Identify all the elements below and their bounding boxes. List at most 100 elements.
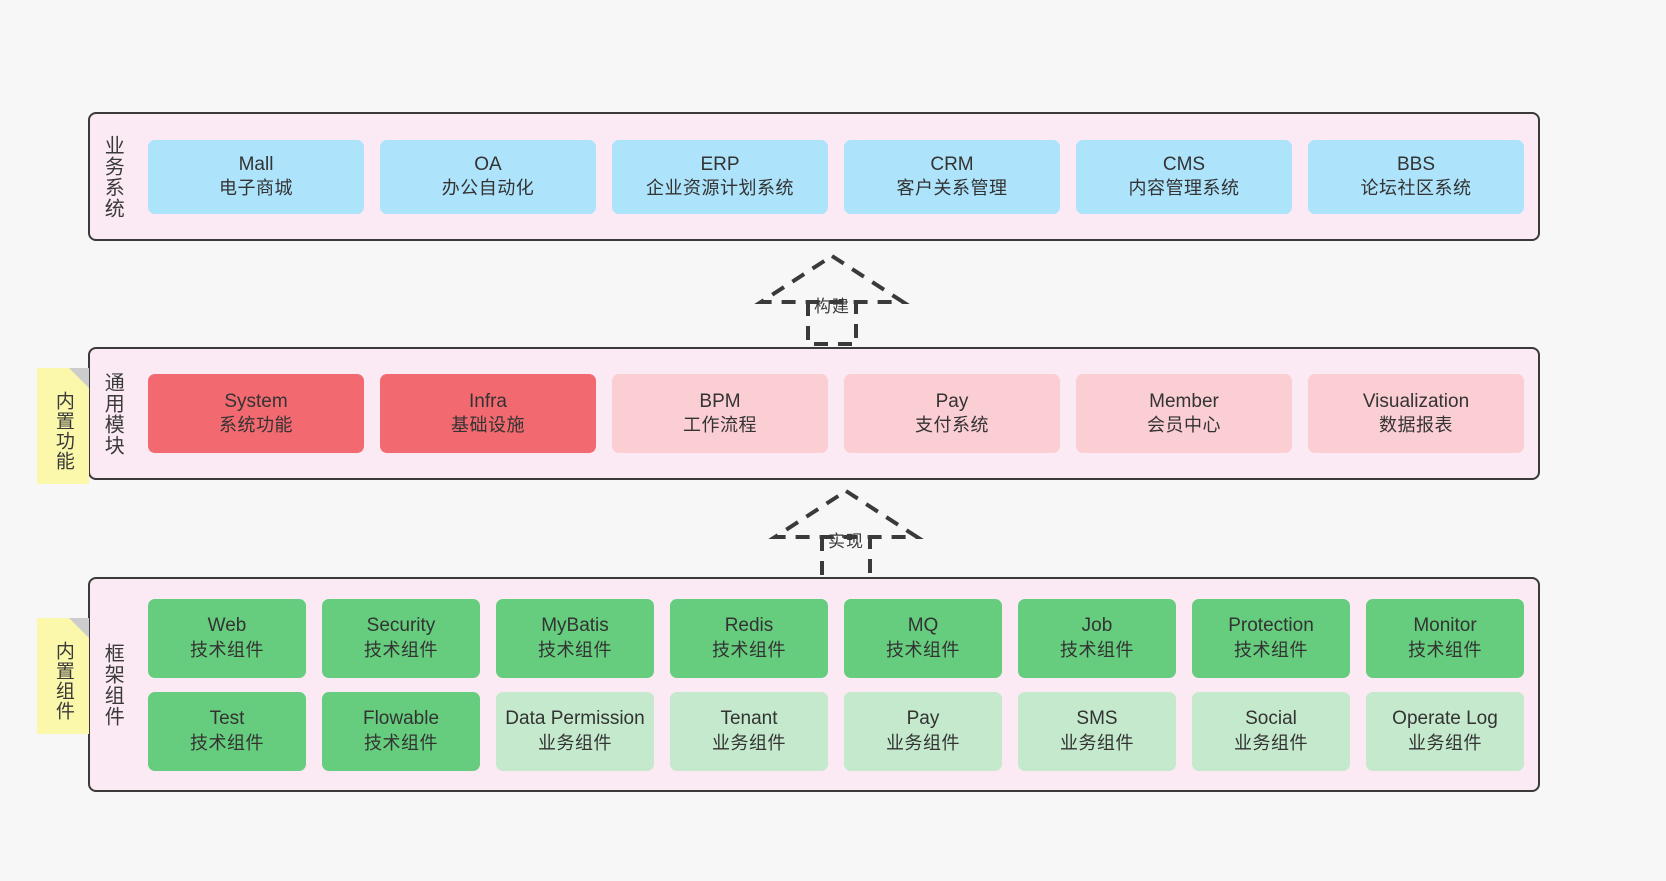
framework-item-protection-desc: 技术组件 xyxy=(1234,639,1308,660)
framework-item-pay-desc: 业务组件 xyxy=(886,732,960,753)
framework-item-mybatis-desc: 技术组件 xyxy=(538,639,612,660)
framework-row-business: Test 技术组件 Flowable 技术组件 Data Permission … xyxy=(148,691,1524,771)
common-item-pay-name: Pay xyxy=(935,390,969,412)
framework-item-test[interactable]: Test 技术组件 xyxy=(148,691,306,771)
business-item-crm[interactable]: CRM 客户关系管理 xyxy=(844,139,1060,214)
common-item-pay-desc: 支付系统 xyxy=(915,415,989,436)
business-system-layer-body: Mall 电子商城 OA 办公自动化 ERP 企业资源计划系统 CRM 客户关系… xyxy=(134,114,1538,239)
framework-item-sms-desc: 业务组件 xyxy=(1060,732,1134,753)
framework-item-operate-log[interactable]: Operate Log 业务组件 xyxy=(1366,691,1524,771)
business-item-bbs-name: BBS xyxy=(1396,153,1436,175)
framework-item-monitor-name: Monitor xyxy=(1413,615,1477,637)
business-item-crm-desc: 客户关系管理 xyxy=(896,178,1008,199)
framework-item-operate-log-desc: 业务组件 xyxy=(1408,732,1482,753)
framework-item-data-permission-name: Data Permission xyxy=(505,708,645,730)
note-builtin-components-text: 内置组件 xyxy=(52,641,74,721)
framework-item-test-name: Test xyxy=(209,708,245,730)
framework-component-layer-body: Web 技术组件 Security 技术组件 MyBatis 技术组件 Redi… xyxy=(134,579,1538,790)
common-item-bpm-name: BPM xyxy=(699,390,741,412)
framework-item-pay-name: Pay xyxy=(906,708,940,730)
connector-build-arrow-icon xyxy=(754,253,910,346)
business-item-oa[interactable]: OA 办公自动化 xyxy=(380,139,596,214)
framework-item-security[interactable]: Security 技术组件 xyxy=(322,598,480,678)
business-item-mall[interactable]: Mall 电子商城 xyxy=(148,139,364,214)
framework-component-layer-label: 框架组件 xyxy=(101,642,124,727)
business-item-bbs-desc: 论坛社区系统 xyxy=(1360,178,1472,199)
connector-implement-label: 实现 xyxy=(828,532,864,551)
framework-item-monitor[interactable]: Monitor 技术组件 xyxy=(1366,598,1524,678)
framework-item-web-desc: 技术组件 xyxy=(190,639,264,660)
business-system-layer: 业务系统 Mall 电子商城 OA 办公自动化 ERP 企业资源计划系统 CRM… xyxy=(88,112,1540,241)
framework-item-monitor-desc: 技术组件 xyxy=(1408,639,1482,660)
framework-item-sms[interactable]: SMS 业务组件 xyxy=(1018,691,1176,771)
common-item-member-desc: 会员中心 xyxy=(1147,415,1221,436)
framework-item-mybatis[interactable]: MyBatis 技术组件 xyxy=(496,598,654,678)
common-item-bpm[interactable]: BPM 工作流程 xyxy=(612,374,828,453)
business-item-mall-name: Mall xyxy=(238,153,274,175)
business-item-erp[interactable]: ERP 企业资源计划系统 xyxy=(612,139,828,214)
framework-item-flowable[interactable]: Flowable 技术组件 xyxy=(322,691,480,771)
framework-item-mybatis-name: MyBatis xyxy=(541,615,609,637)
framework-item-job-desc: 技术组件 xyxy=(1060,639,1134,660)
framework-item-data-permission[interactable]: Data Permission 业务组件 xyxy=(496,691,654,771)
common-item-system-desc: 系统功能 xyxy=(219,415,293,436)
common-item-bpm-desc: 工作流程 xyxy=(683,415,757,436)
common-module-layer-body: System 系统功能 Infra 基础设施 BPM 工作流程 Pay 支付系统… xyxy=(134,349,1538,478)
framework-item-job[interactable]: Job 技术组件 xyxy=(1018,598,1176,678)
common-item-infra[interactable]: Infra 基础设施 xyxy=(380,374,596,453)
framework-item-data-permission-desc: 业务组件 xyxy=(538,732,612,753)
framework-item-redis[interactable]: Redis 技术组件 xyxy=(670,598,828,678)
common-module-layer-label: 通用模块 xyxy=(101,371,124,456)
framework-item-tenant[interactable]: Tenant 业务组件 xyxy=(670,691,828,771)
framework-item-sms-name: SMS xyxy=(1076,708,1118,730)
note-builtin-functions-text: 内置功能 xyxy=(52,391,74,471)
connector-build: 构建 xyxy=(754,253,910,346)
common-item-infra-name: Infra xyxy=(468,390,508,412)
common-item-visualization[interactable]: Visualization 数据报表 xyxy=(1308,374,1524,453)
framework-item-security-name: Security xyxy=(366,615,436,637)
business-item-cms-name: CMS xyxy=(1162,153,1206,175)
common-item-system[interactable]: System 系统功能 xyxy=(148,374,364,453)
framework-item-protection[interactable]: Protection 技术组件 xyxy=(1192,598,1350,678)
business-item-crm-name: CRM xyxy=(930,153,974,175)
framework-item-pay[interactable]: Pay 业务组件 xyxy=(844,691,1002,771)
framework-item-web[interactable]: Web 技术组件 xyxy=(148,598,306,678)
framework-item-tenant-desc: 业务组件 xyxy=(712,732,786,753)
framework-item-social-desc: 业务组件 xyxy=(1234,732,1308,753)
business-item-erp-desc: 企业资源计划系统 xyxy=(646,178,794,199)
framework-item-redis-name: Redis xyxy=(724,615,774,637)
common-item-infra-desc: 基础设施 xyxy=(451,415,525,436)
framework-component-layer: 框架组件 Web 技术组件 Security 技术组件 MyBatis 技术组件… xyxy=(88,577,1540,792)
common-item-system-name: System xyxy=(224,390,288,412)
business-item-erp-name: ERP xyxy=(700,153,740,175)
note-builtin-components: 内置组件 xyxy=(37,618,89,734)
framework-item-operate-log-name: Operate Log xyxy=(1392,708,1498,730)
framework-item-social-name: Social xyxy=(1245,708,1297,730)
common-item-visualization-desc: 数据报表 xyxy=(1379,415,1453,436)
framework-item-tenant-name: Tenant xyxy=(720,708,778,730)
business-item-oa-name: OA xyxy=(474,153,502,175)
common-item-member[interactable]: Member 会员中心 xyxy=(1076,374,1292,453)
connector-build-label: 构建 xyxy=(814,297,850,316)
common-module-layer: 通用模块 System 系统功能 Infra 基础设施 BPM 工作流程 Pay… xyxy=(88,347,1540,480)
connector-implement-arrow-icon xyxy=(768,488,924,581)
framework-item-security-desc: 技术组件 xyxy=(364,639,438,660)
framework-row-technical: Web 技术组件 Security 技术组件 MyBatis 技术组件 Redi… xyxy=(148,598,1524,678)
common-module-row: System 系统功能 Infra 基础设施 BPM 工作流程 Pay 支付系统… xyxy=(148,374,1524,453)
framework-item-social[interactable]: Social 业务组件 xyxy=(1192,691,1350,771)
connector-implement: 实现 xyxy=(768,488,924,581)
common-item-member-name: Member xyxy=(1149,390,1219,412)
note-builtin-functions: 内置功能 xyxy=(37,368,89,484)
common-item-pay[interactable]: Pay 支付系统 xyxy=(844,374,1060,453)
business-item-oa-desc: 办公自动化 xyxy=(441,178,535,199)
business-system-row: Mall 电子商城 OA 办公自动化 ERP 企业资源计划系统 CRM 客户关系… xyxy=(148,139,1524,214)
framework-item-mq[interactable]: MQ 技术组件 xyxy=(844,598,1002,678)
common-item-visualization-name: Visualization xyxy=(1362,390,1470,412)
framework-item-web-name: Web xyxy=(207,615,247,637)
framework-item-flowable-desc: 技术组件 xyxy=(364,732,438,753)
business-item-cms[interactable]: CMS 内容管理系统 xyxy=(1076,139,1292,214)
framework-item-mq-name: MQ xyxy=(907,615,939,637)
framework-item-protection-name: Protection xyxy=(1228,615,1314,637)
business-item-mall-desc: 电子商城 xyxy=(219,178,293,199)
business-item-bbs[interactable]: BBS 论坛社区系统 xyxy=(1308,139,1524,214)
